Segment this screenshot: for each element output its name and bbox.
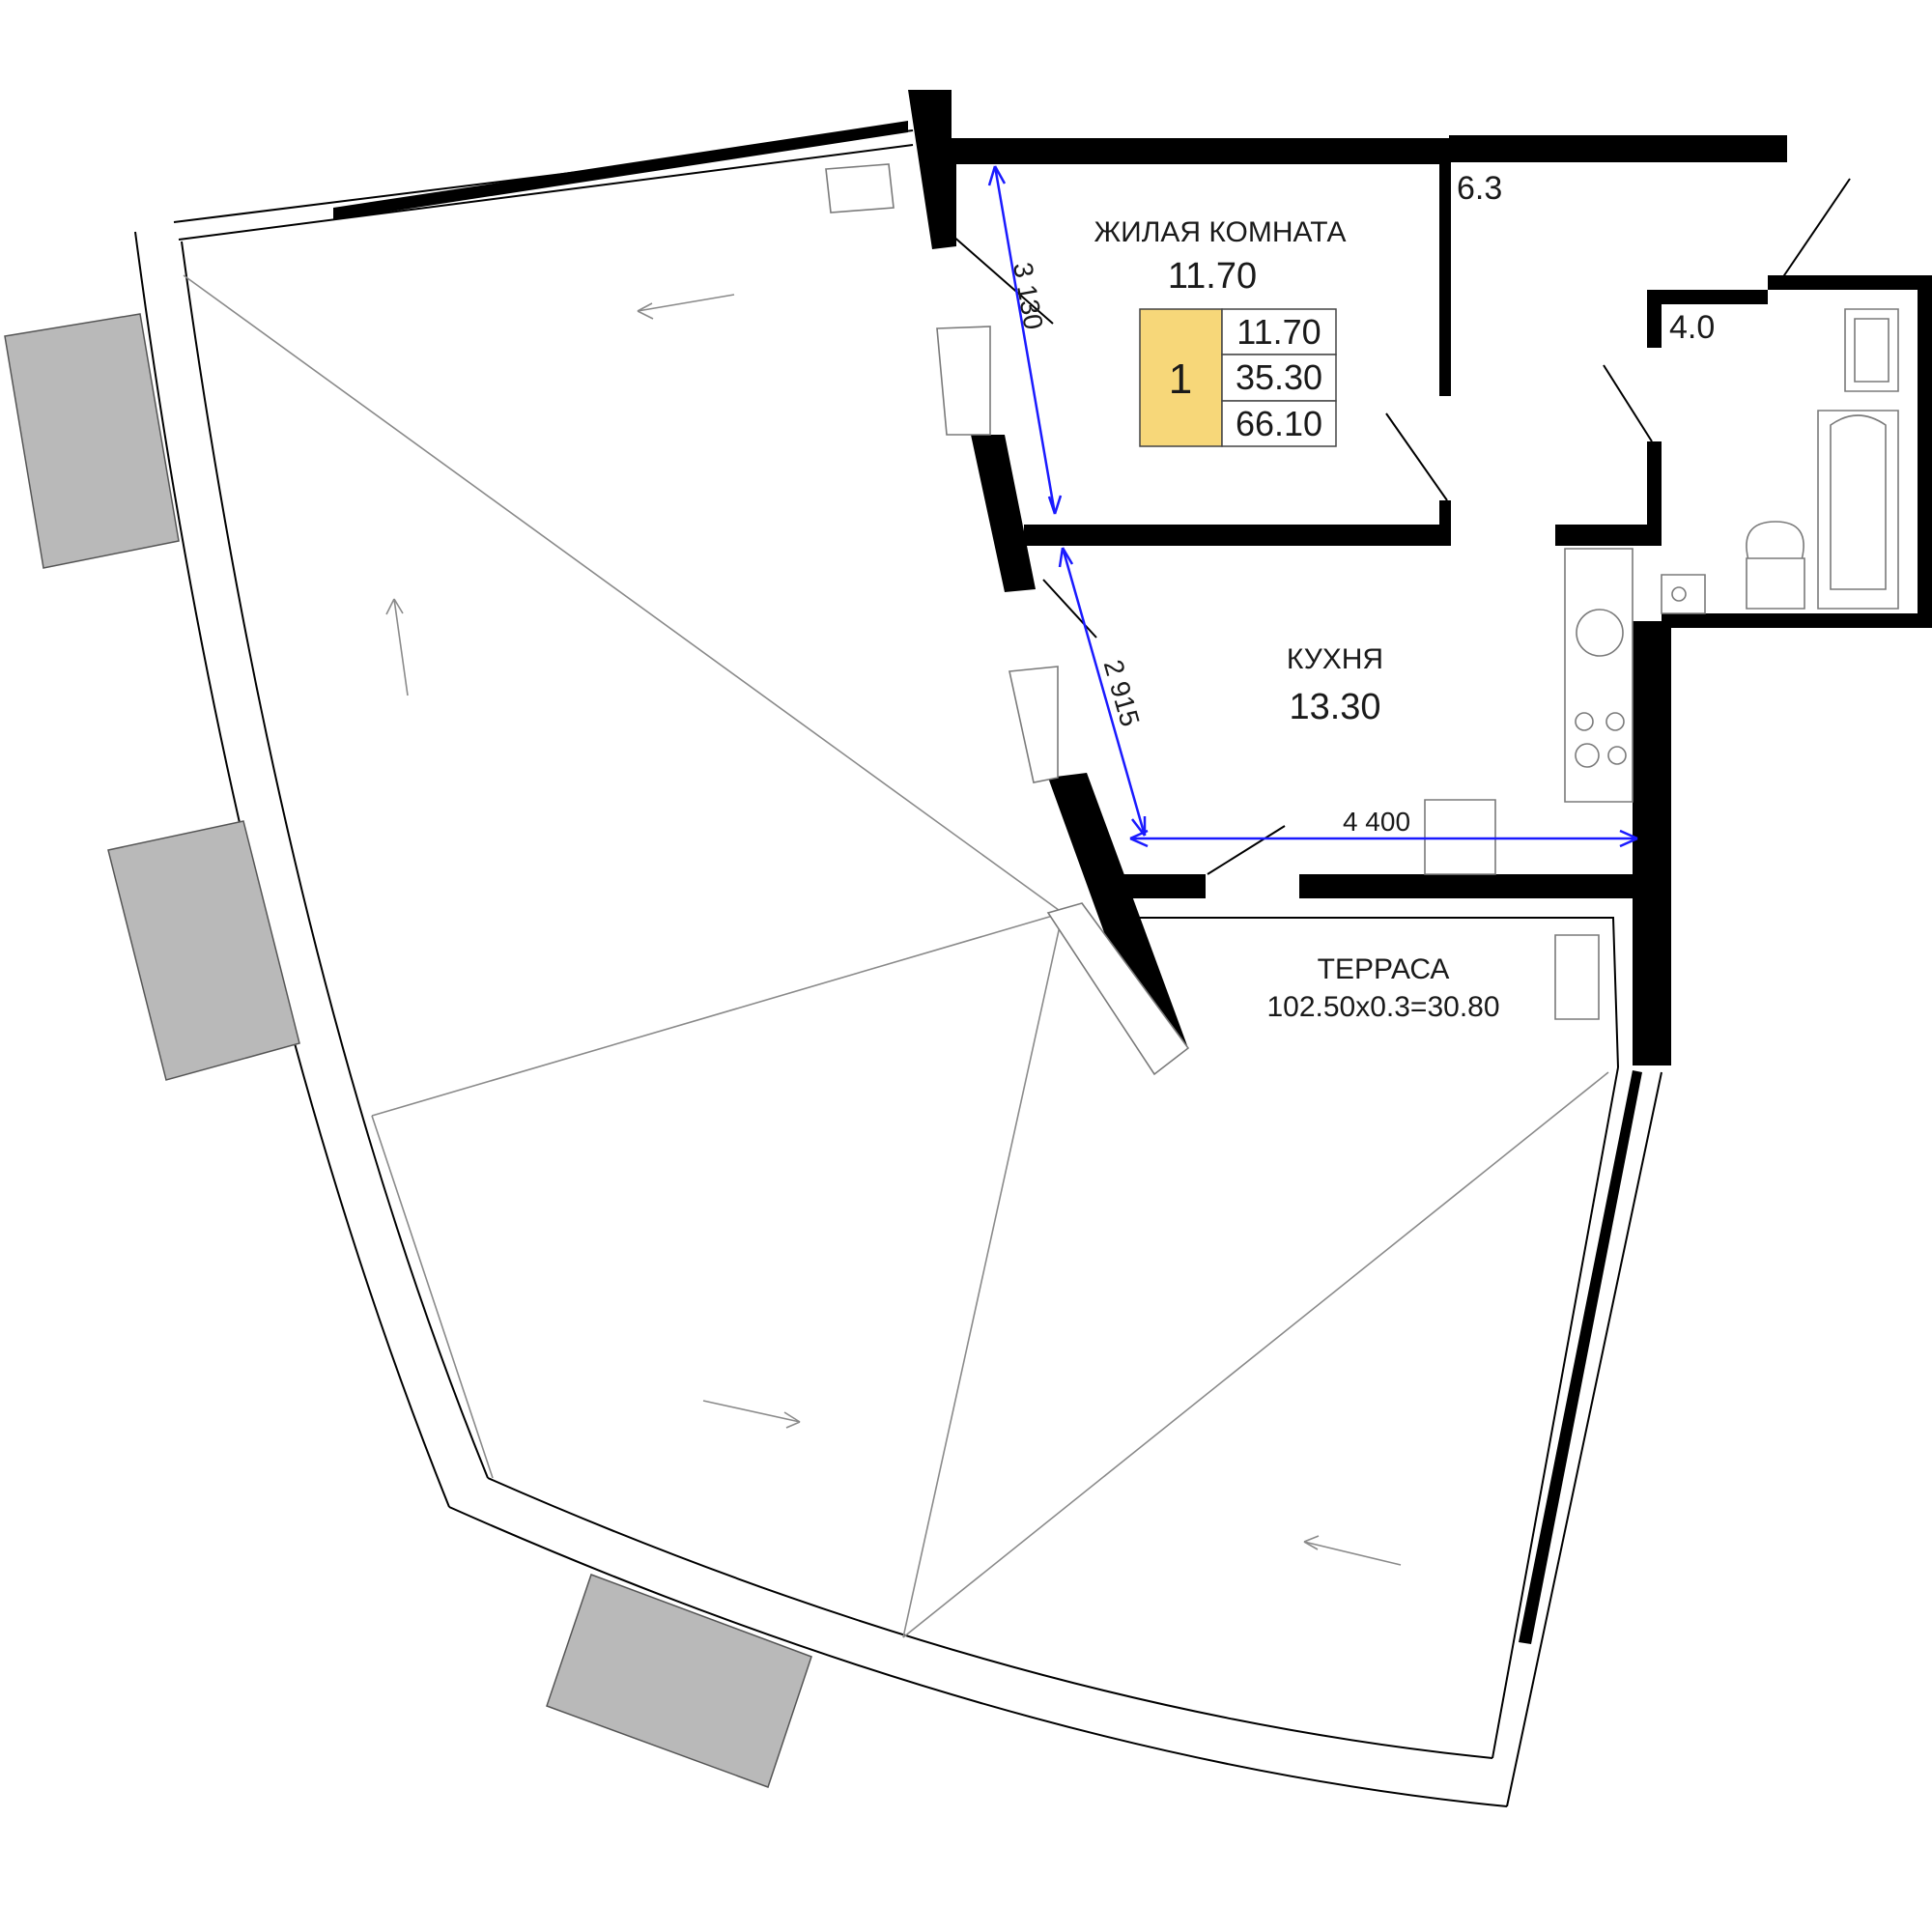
fridge (1424, 799, 1496, 875)
terrace-furniture (825, 163, 895, 213)
apartment-walls (908, 90, 1932, 1076)
badge-total-with-terrace: 66.10 (1236, 404, 1322, 443)
dim-kitchen-width: 4 400 (1343, 807, 1410, 837)
doors (951, 178, 1851, 875)
hall-area: 6.3 (1457, 170, 1502, 207)
badge-living-area: 11.70 (1236, 312, 1321, 352)
terrace-name: ТЕРРАСА (1318, 953, 1450, 985)
dimension-lines (987, 165, 1638, 848)
terrace-furniture (1554, 934, 1600, 1020)
dim-living-depth-line (993, 165, 1057, 515)
planters (4, 313, 812, 1788)
stove-burner-icon (1575, 743, 1600, 768)
kitchen-counter (1564, 548, 1634, 803)
dim-kitchen-depth-line (1061, 547, 1147, 837)
stove-burner-icon (1575, 712, 1594, 731)
kitchen-name: КУХНЯ (1287, 643, 1383, 675)
arrow-icon (393, 598, 409, 696)
summary-badge: 1 11.70 35.30 66.10 (1139, 308, 1337, 447)
arrow-icon (1303, 1541, 1402, 1566)
badge-rooms-count: 1 (1169, 355, 1192, 403)
bathroom-fixtures (1661, 308, 1899, 614)
terrace-outline (134, 121, 1662, 1807)
terrace-fold-lines (183, 274, 1609, 1638)
sink-icon (1576, 609, 1624, 657)
stove-burner-icon (1605, 712, 1625, 731)
planter (546, 1574, 812, 1788)
planter (107, 820, 300, 1081)
badge-total-area: 35.30 (1236, 357, 1322, 397)
living-room-name: ЖИЛАЯ КОМНАТА (1094, 216, 1346, 248)
kitchen-fixtures (1424, 548, 1634, 875)
arrow-icon (702, 1400, 801, 1423)
dim-living-depth: 3 130 (1008, 260, 1049, 331)
bathroom-area: 4.0 (1669, 309, 1715, 346)
planter (4, 313, 180, 569)
toilet-icon (1746, 521, 1804, 561)
terrace-area-formula: 102.50x0.3=30.80 (1266, 991, 1499, 1023)
slope-arrows (385, 294, 1402, 1566)
kitchen-area: 13.30 (1289, 687, 1380, 727)
living-room-area: 11.70 (1168, 256, 1257, 297)
stove-burner-icon (1607, 746, 1627, 765)
arrow-icon (637, 294, 735, 312)
